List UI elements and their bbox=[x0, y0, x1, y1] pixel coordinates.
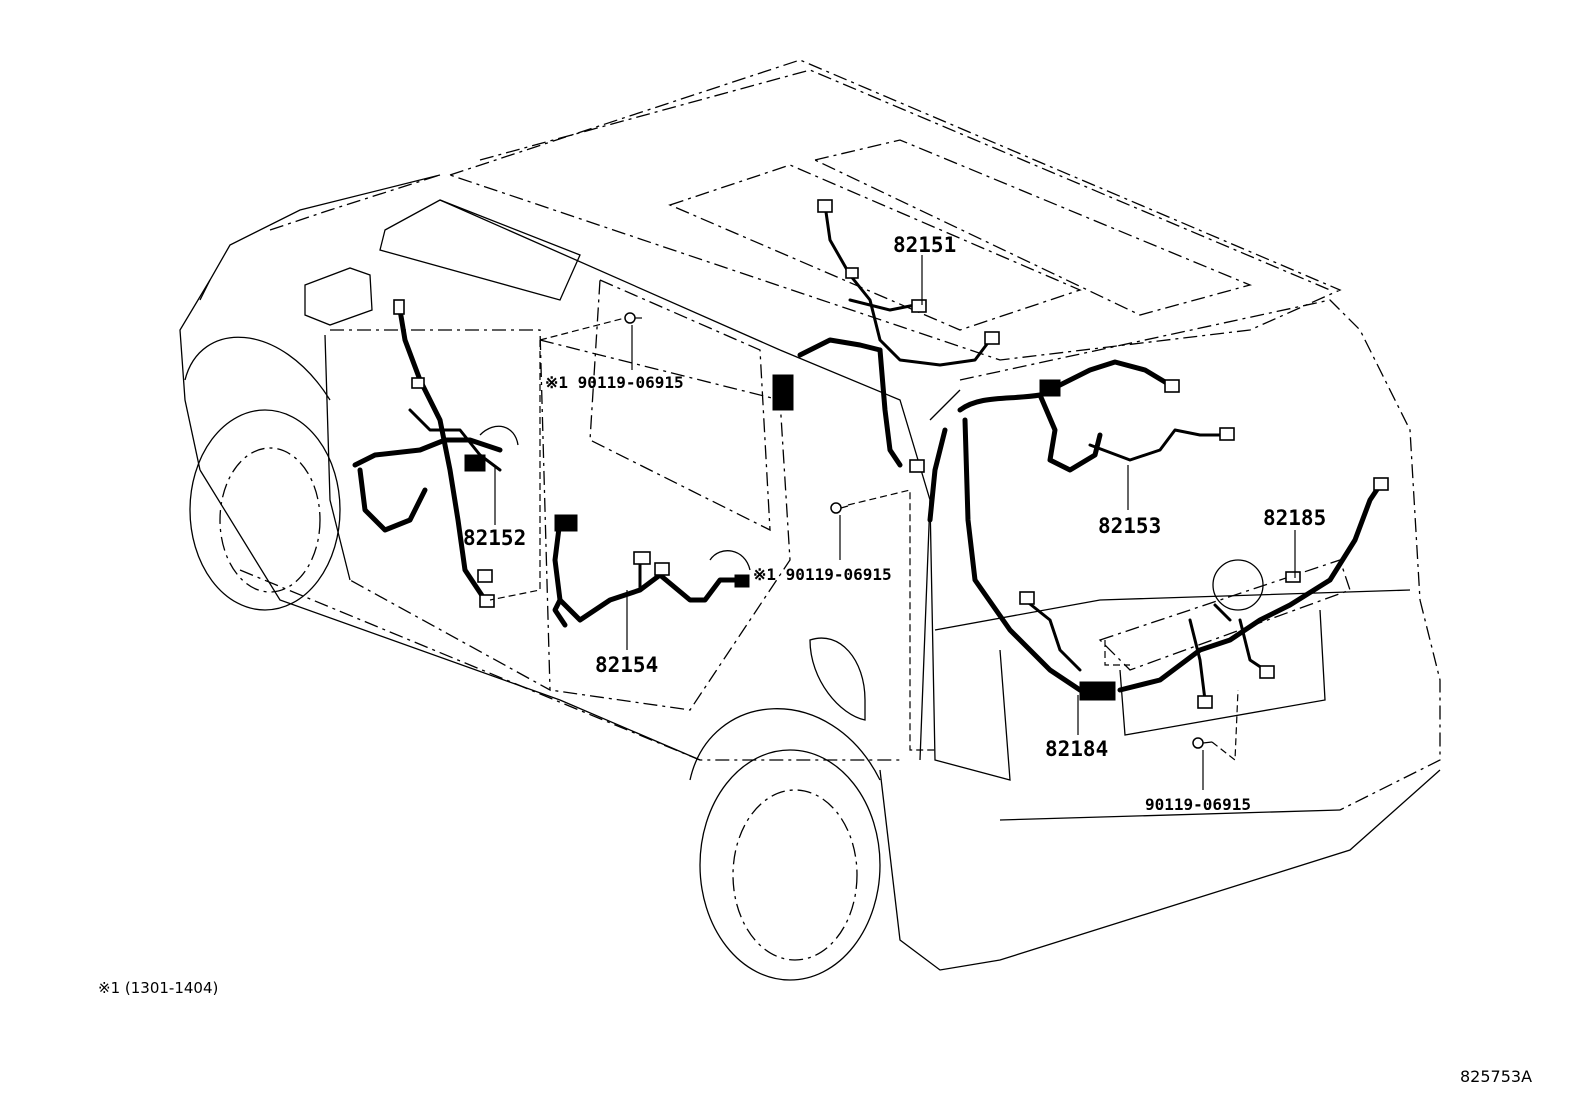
part-label-82154: 82154 bbox=[595, 653, 658, 677]
part-label-82185: 82185 bbox=[1263, 506, 1326, 530]
bolt-label-upper: ※1 90119-06915 bbox=[545, 373, 684, 392]
harness-82152[interactable] bbox=[352, 299, 503, 608]
harness-82154[interactable] bbox=[552, 514, 750, 628]
bolt-label-middle: ※1 90119-06915 bbox=[753, 565, 892, 584]
footnote: ※1 (1301-1404) bbox=[98, 979, 218, 997]
part-label-82151: 82151 bbox=[893, 233, 956, 257]
bolt-label-rear: 90119-06915 bbox=[1145, 795, 1251, 814]
harness-82184[interactable] bbox=[962, 417, 1116, 701]
harness-82153[interactable] bbox=[927, 359, 1235, 523]
part-label-82153: 82153 bbox=[1098, 514, 1161, 538]
bolt-icon bbox=[624, 312, 642, 324]
part-label-82152: 82152 bbox=[463, 526, 526, 550]
harness-82185[interactable] bbox=[1117, 477, 1389, 709]
bolt-icon bbox=[830, 502, 849, 514]
harness-82151[interactable] bbox=[772, 199, 1000, 473]
bolt-icon bbox=[1192, 737, 1213, 749]
part-label-82184: 82184 bbox=[1045, 737, 1108, 761]
leader-lines bbox=[489, 255, 1296, 790]
vehicle-body-outline bbox=[179, 59, 1441, 981]
figure-id: 825753A bbox=[1460, 1067, 1532, 1086]
